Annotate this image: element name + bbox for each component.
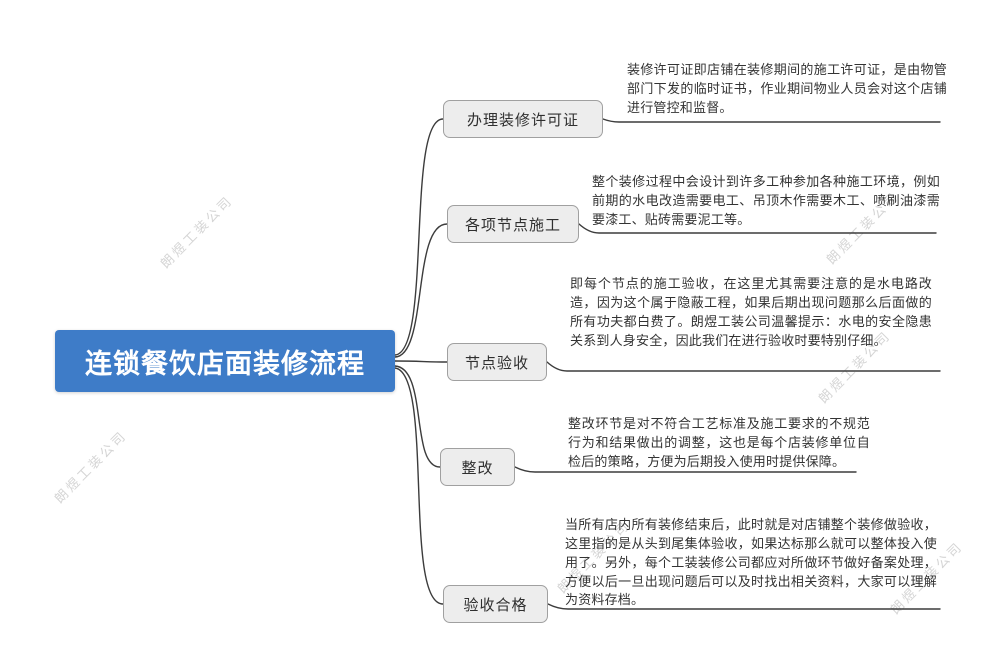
branch-description-rectification: 整改环节是对不符合工艺标准及施工要求的不规范行为和结果做出的调整，这也是每个店装… [568,417,870,470]
underline-final-description [547,603,941,610]
underline-rectify-description [514,466,857,473]
branch-node-label: 验收合格 [463,595,528,614]
branch-node-label: 办理装修许可证 [466,110,579,129]
connector-root-to-rectify [394,365,441,468]
root-node[interactable]: 连锁餐饮店面装修流程 [55,330,395,392]
branch-description-acceptance-passed: 当所有店内所有装修结束后，此时就是对店铺整个装修做验收，这里指的是从头到尾集体验… [565,518,937,609]
branch-node-rectification[interactable]: 整改 [440,448,515,486]
connector-root-to-final [394,367,444,605]
branch-description-node-inspection: 即每个节点的施工验收，在这里尤其需要注意的是水电路改造，因为这个属于隐蔽工程，如… [570,277,932,349]
connector-root-to-construction [394,223,448,358]
branch-node-decoration-permit[interactable]: 办理装修许可证 [443,100,603,138]
branch-node-label: 各项节点施工 [464,215,561,234]
branch-node-acceptance-passed[interactable]: 验收合格 [443,585,548,623]
underline-permit-description [602,118,941,123]
underline-inspection-description [546,361,941,372]
branch-node-label: 整改 [461,458,494,477]
connector-root-to-inspection [394,360,448,363]
branch-node-label: 节点验收 [464,353,529,372]
branch-node-node-construction[interactable]: 各项节点施工 [447,205,579,243]
root-node-label: 连锁餐饮店面装修流程 [85,348,365,380]
connector-root-to-permit [394,118,444,356]
underline-construction-description [578,223,937,234]
branch-description-decoration-permit: 装修许可证即店铺在装修期间的施工许可证，是由物管部门下发的临时证书，作业期间物业… [627,63,947,116]
branch-node-node-inspection[interactable]: 节点验收 [447,343,547,381]
branch-description-node-construction: 整个装修过程中会设计到许多工种参加各种施工环境，例如前期的水电改造需要电工、吊顶… [592,175,940,228]
